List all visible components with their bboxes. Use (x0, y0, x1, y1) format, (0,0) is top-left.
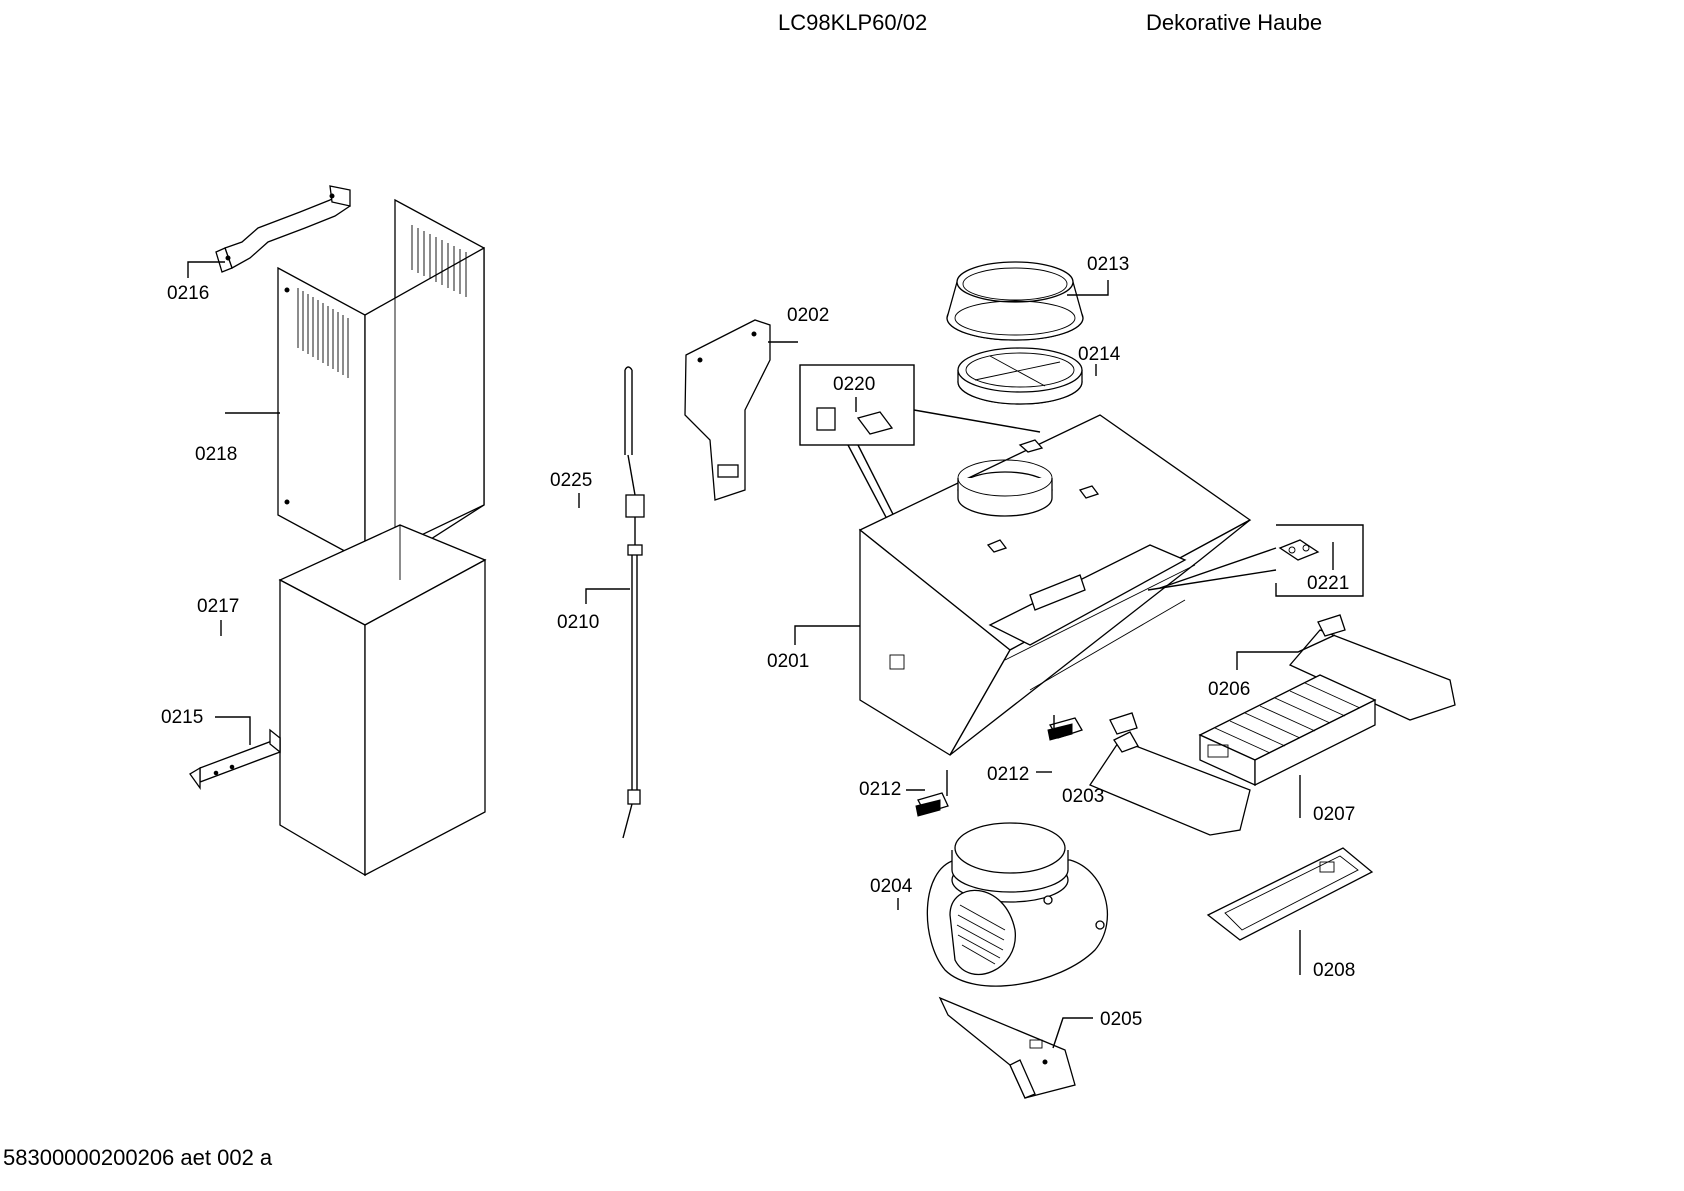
part-0212-switch-lower[interactable] (915, 770, 949, 817)
callout-0225: 0225 (550, 470, 592, 508)
callout-0205: 0205 (1052, 1009, 1142, 1049)
part-0203-switch-housing[interactable] (1113, 731, 1139, 753)
callout-0202: 0202 (768, 305, 829, 343)
svg-text:0204: 0204 (870, 876, 913, 897)
svg-text:0220: 0220 (833, 374, 875, 395)
callout-0201: 0201 (767, 625, 860, 672)
part-0225-cable-assembly[interactable] (622, 366, 645, 839)
part-0202-mounting-plate[interactable] (684, 319, 771, 501)
svg-text:0214: 0214 (1078, 344, 1121, 365)
part-0205-blower-bracket[interactable] (938, 996, 1076, 1099)
svg-text:0206: 0206 (1208, 679, 1250, 700)
document-code: 58300000200206 aet 002 a (3, 1145, 273, 1170)
svg-text:0221: 0221 (1307, 573, 1349, 594)
svg-text:0217: 0217 (197, 596, 239, 617)
svg-text:0202: 0202 (787, 305, 829, 326)
svg-text:0207: 0207 (1313, 804, 1355, 825)
callout-0215: 0215 (161, 707, 251, 745)
callout-0212a: 0212 (859, 779, 925, 800)
part-0220-clip-detail[interactable] (799, 364, 1041, 541)
callout-0212b: 0212 (987, 764, 1052, 785)
part-0204-blower[interactable] (926, 822, 1109, 987)
svg-text:0218: 0218 (195, 444, 237, 465)
drawing-title: Dekorative Haube (1146, 10, 1323, 35)
part-0214-backflow-flap[interactable] (957, 347, 1083, 405)
part-0216-wall-bracket[interactable] (215, 185, 351, 273)
callout-0206: 0206 (1208, 634, 1336, 700)
svg-text:0203: 0203 (1062, 786, 1104, 807)
part-0221-clip-detail[interactable] (1147, 524, 1364, 597)
callout-0213: 0213 (1067, 254, 1129, 296)
part-0207-grease-filter[interactable] (1198, 674, 1377, 787)
part-0217-lower-chimney[interactable] (278, 524, 487, 877)
callout-0204: 0204 (870, 876, 913, 910)
callout-0210: 0210 (557, 588, 630, 633)
callout-0218: 0218 (195, 412, 280, 465)
callout-0208: 0208 (1299, 930, 1355, 981)
svg-text:0212: 0212 (987, 764, 1029, 785)
svg-text:0225: 0225 (550, 470, 592, 491)
part-0206-filter-brackets[interactable] (1089, 614, 1456, 836)
svg-text:0212: 0212 (859, 779, 901, 800)
part-0213-duct-ring[interactable] (946, 261, 1084, 341)
part-0208-filter-frame[interactable] (1206, 847, 1374, 941)
svg-text:0210: 0210 (557, 612, 599, 633)
callout-0203: 0203 (1062, 786, 1104, 807)
part-0212-switch-upper[interactable] (1047, 715, 1083, 741)
svg-text:0205: 0205 (1100, 1009, 1142, 1030)
svg-text:0216: 0216 (167, 283, 209, 304)
part-0215-lower-bracket[interactable] (189, 728, 281, 791)
callout-0217: 0217 (197, 596, 239, 636)
svg-text:0213: 0213 (1087, 254, 1129, 275)
callout-0220: 0220 (833, 374, 875, 412)
svg-text:0201: 0201 (767, 651, 809, 672)
part-0218-upper-chimney[interactable] (277, 198, 485, 564)
callout-0214: 0214 (1078, 344, 1121, 376)
svg-text:0215: 0215 (161, 707, 203, 728)
svg-text:0208: 0208 (1313, 960, 1355, 981)
callout-0221: 0221 (1307, 542, 1349, 594)
part-0201-hood-body[interactable] (858, 414, 1252, 756)
callout-0216: 0216 (167, 261, 225, 304)
model-number: LC98KLP60/02 (778, 10, 928, 35)
callout-0207: 0207 (1299, 775, 1355, 825)
